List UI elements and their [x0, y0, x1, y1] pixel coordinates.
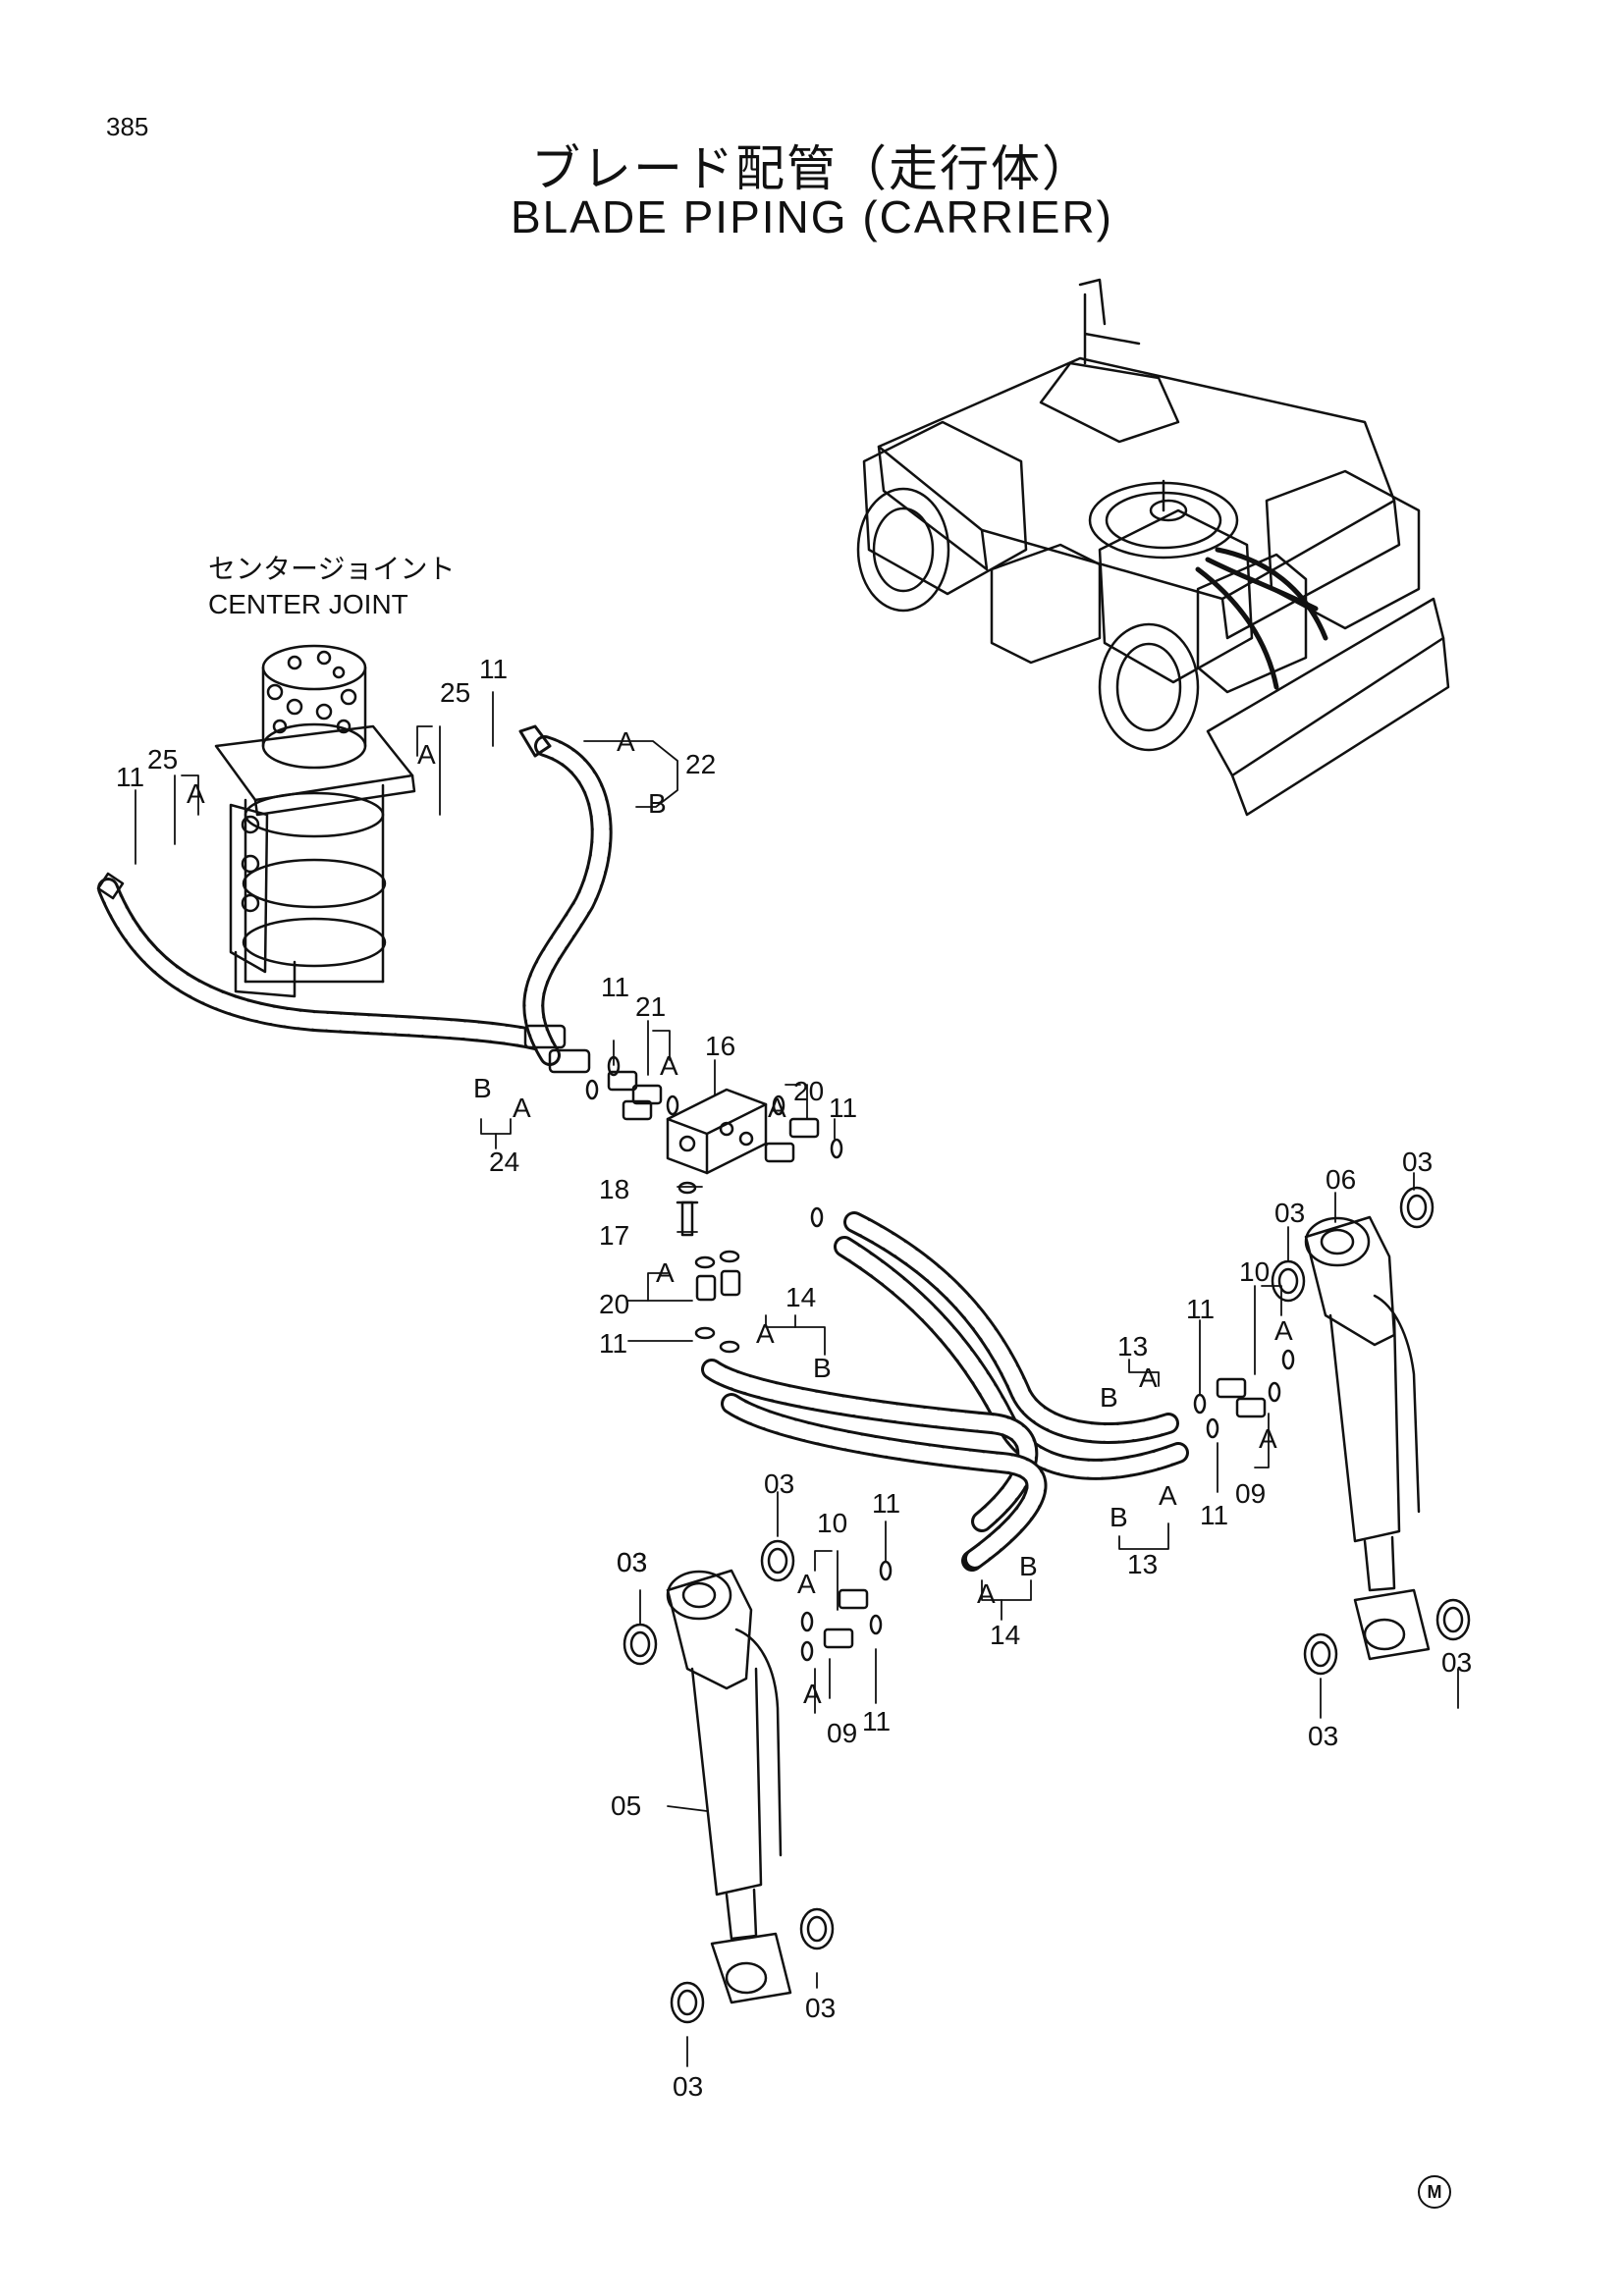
callout-a: A	[660, 1050, 678, 1081]
page-number: 385	[106, 112, 149, 141]
callout-a: A	[768, 1093, 786, 1123]
callout-14: 14	[785, 1282, 817, 1312]
callout-03: 03	[673, 2071, 704, 2102]
callout-24: 24	[489, 1147, 520, 1177]
callout-21: 21	[635, 991, 667, 1022]
fittings-group-3	[1193, 1349, 1295, 1439]
callout-a: A	[617, 726, 635, 757]
hose-22	[518, 724, 613, 1066]
callout-a: A	[1259, 1423, 1277, 1454]
callout-03: 03	[1402, 1147, 1434, 1177]
callout-14: 14	[990, 1620, 1021, 1650]
callout-a: A	[656, 1257, 675, 1288]
leader-lines	[135, 691, 1459, 2067]
callout-03-alt: 03	[617, 1547, 648, 1577]
callout-11: 11	[1200, 1500, 1229, 1530]
fittings-group-2	[694, 1095, 843, 1354]
callout-22: 22	[685, 749, 717, 779]
callout-a: A	[513, 1093, 531, 1123]
callout-11: 11	[116, 762, 145, 792]
callout-b: B	[1110, 1502, 1128, 1532]
callout-11: 11	[601, 972, 630, 1002]
callout-b: B	[1100, 1382, 1118, 1413]
callout-13: 13	[1117, 1331, 1149, 1362]
callout-a: A	[977, 1578, 996, 1609]
callout-11: 11	[599, 1328, 628, 1359]
callout-03: 03	[1308, 1721, 1339, 1751]
manufacturer-mark: M	[1418, 2175, 1451, 2209]
callout-a: A	[417, 739, 436, 770]
callout-20: 20	[599, 1289, 630, 1319]
callout-03: 03	[1441, 1647, 1473, 1678]
callout-17: 17	[599, 1220, 630, 1251]
title-japanese: ブレード配管（走行体）	[531, 140, 1093, 197]
callout-03: 03	[764, 1468, 795, 1499]
callout-09: 09	[1235, 1478, 1267, 1509]
center-joint-label-jp: センタージョイント	[208, 553, 456, 585]
bolt-17	[676, 1181, 699, 1237]
cylinder-05	[666, 1569, 792, 2004]
callout-a: A	[797, 1569, 816, 1599]
callout-06: 06	[1326, 1164, 1357, 1195]
callout-25: 25	[147, 744, 179, 774]
callout-16: 16	[705, 1031, 736, 1061]
callout-11: 11	[1186, 1294, 1216, 1324]
seals-03	[623, 1186, 1471, 2024]
callout-05: 05	[611, 1790, 642, 1821]
callout-a: A	[803, 1679, 822, 1709]
block-16	[666, 1088, 768, 1175]
callout-a: A	[187, 778, 205, 809]
callout-20: 20	[793, 1076, 825, 1106]
cylinder-06	[1304, 1215, 1431, 1661]
center-joint-illustration	[214, 644, 416, 998]
callout-b: B	[1019, 1551, 1038, 1581]
callout-03: 03	[805, 1993, 837, 2023]
carrier-illustration	[856, 278, 1450, 817]
callout-a: A	[1139, 1362, 1158, 1393]
callout-10: 10	[1239, 1256, 1271, 1287]
callout-11: 11	[479, 654, 509, 684]
callout-09: 09	[827, 1718, 858, 1748]
title-english: BLADE PIPING (CARRIER)	[511, 191, 1113, 242]
callout-18: 18	[599, 1174, 630, 1204]
callout-a: A	[1274, 1315, 1293, 1346]
callout-03: 03	[617, 1547, 648, 1577]
callout-03: 03	[1274, 1198, 1306, 1228]
callout-b: B	[473, 1073, 492, 1103]
fittings-group-4	[800, 1560, 893, 1662]
fittings-group-1	[523, 1024, 679, 1121]
callout-11: 11	[872, 1488, 901, 1519]
hose-14-pair	[701, 1359, 1048, 1572]
callout-13: 13	[1127, 1549, 1159, 1579]
callout-25: 25	[440, 677, 471, 708]
callout-a: A	[756, 1318, 775, 1349]
callout-b: B	[813, 1353, 832, 1383]
hose-24	[96, 872, 551, 1051]
center-joint-label-en: CENTER JOINT	[208, 589, 408, 619]
callout-11: 11	[862, 1706, 892, 1736]
callout-b: B	[648, 788, 667, 819]
callout-10: 10	[817, 1508, 848, 1538]
callout-a: A	[1159, 1480, 1177, 1511]
callout-11: 11	[829, 1093, 858, 1123]
